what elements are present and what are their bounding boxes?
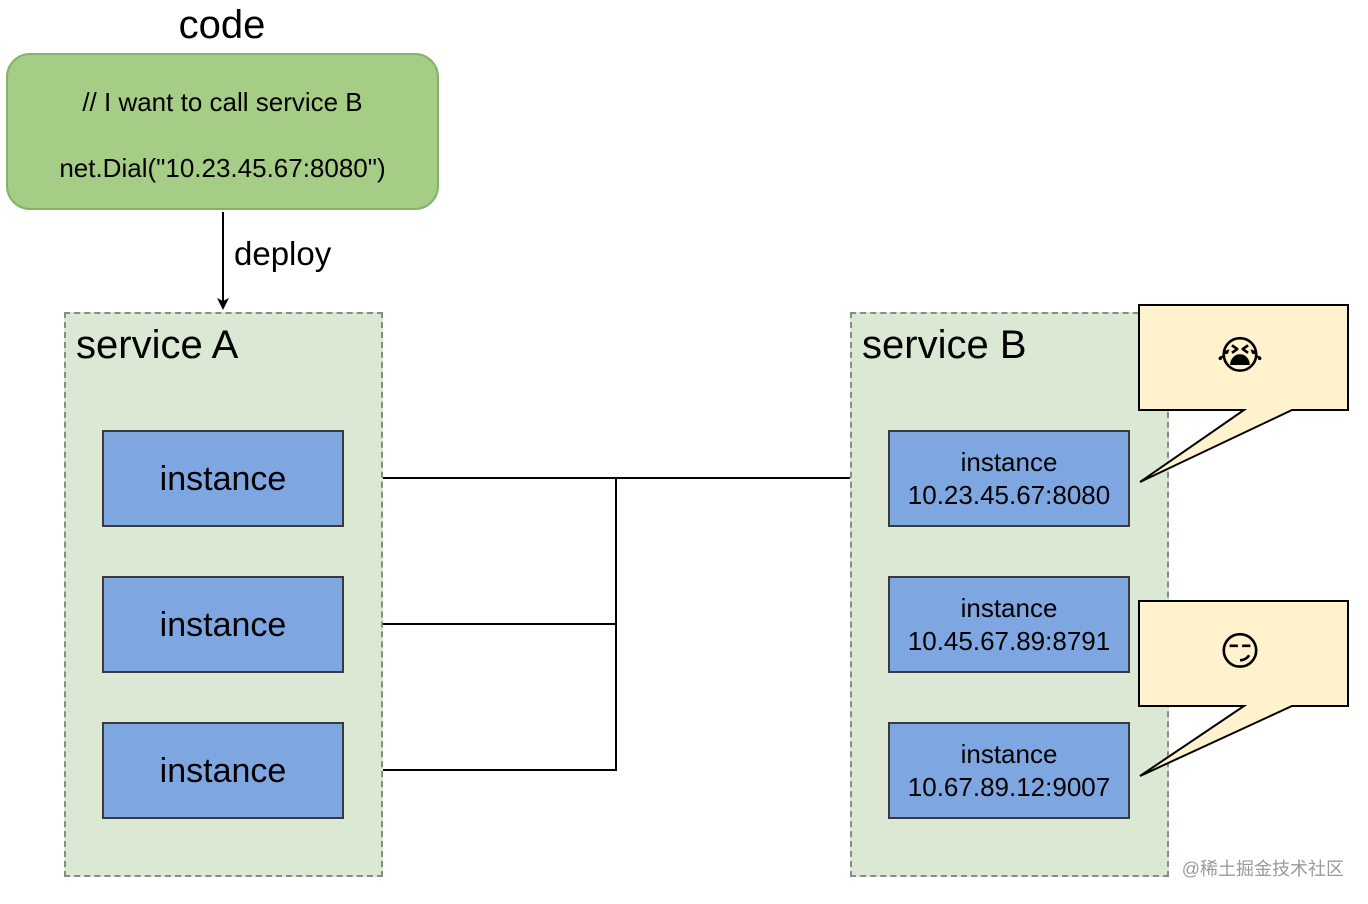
instance-address: 10.23.45.67:8080	[907, 479, 1111, 510]
crying-face-icon: 😭	[1216, 333, 1264, 379]
code-title: code	[178, 3, 266, 47]
code-box: // I want to call service B net.Dial("10…	[6, 53, 439, 210]
deploy-label: deploy	[234, 235, 332, 272]
instance-address: 10.67.89.12:9007	[907, 771, 1111, 802]
smirking-face-icon: 😏	[1219, 629, 1261, 675]
service-a-title: service A	[76, 323, 239, 367]
service-a-instance: instance	[102, 722, 344, 819]
service-b-instance: instance 10.23.45.67:8080	[888, 430, 1130, 527]
service-a-instance: instance	[102, 430, 344, 527]
instance-label: instance	[960, 738, 1058, 769]
instance-label: instance	[159, 605, 287, 644]
instance-label: instance	[159, 459, 287, 498]
watermark: @稀土掘金技术社区	[1181, 859, 1344, 879]
instance-label: instance	[960, 446, 1058, 477]
code-dial-line: net.Dial("10.23.45.67:8080")	[59, 153, 386, 183]
instance-label: instance	[159, 751, 287, 790]
service-b-title: service B	[862, 323, 1027, 367]
instance-address: 10.45.67.89:8791	[907, 625, 1111, 656]
code-comment-line: // I want to call service B	[82, 87, 363, 117]
callout-bubble-1	[1138, 304, 1349, 483]
service-b-instance: instance 10.45.67.89:8791	[888, 576, 1130, 673]
callout-bubble-2	[1138, 600, 1349, 777]
instance-label: instance	[960, 592, 1058, 623]
service-a-instance: instance	[102, 576, 344, 673]
service-b-instance: instance 10.67.89.12:9007	[888, 722, 1130, 819]
